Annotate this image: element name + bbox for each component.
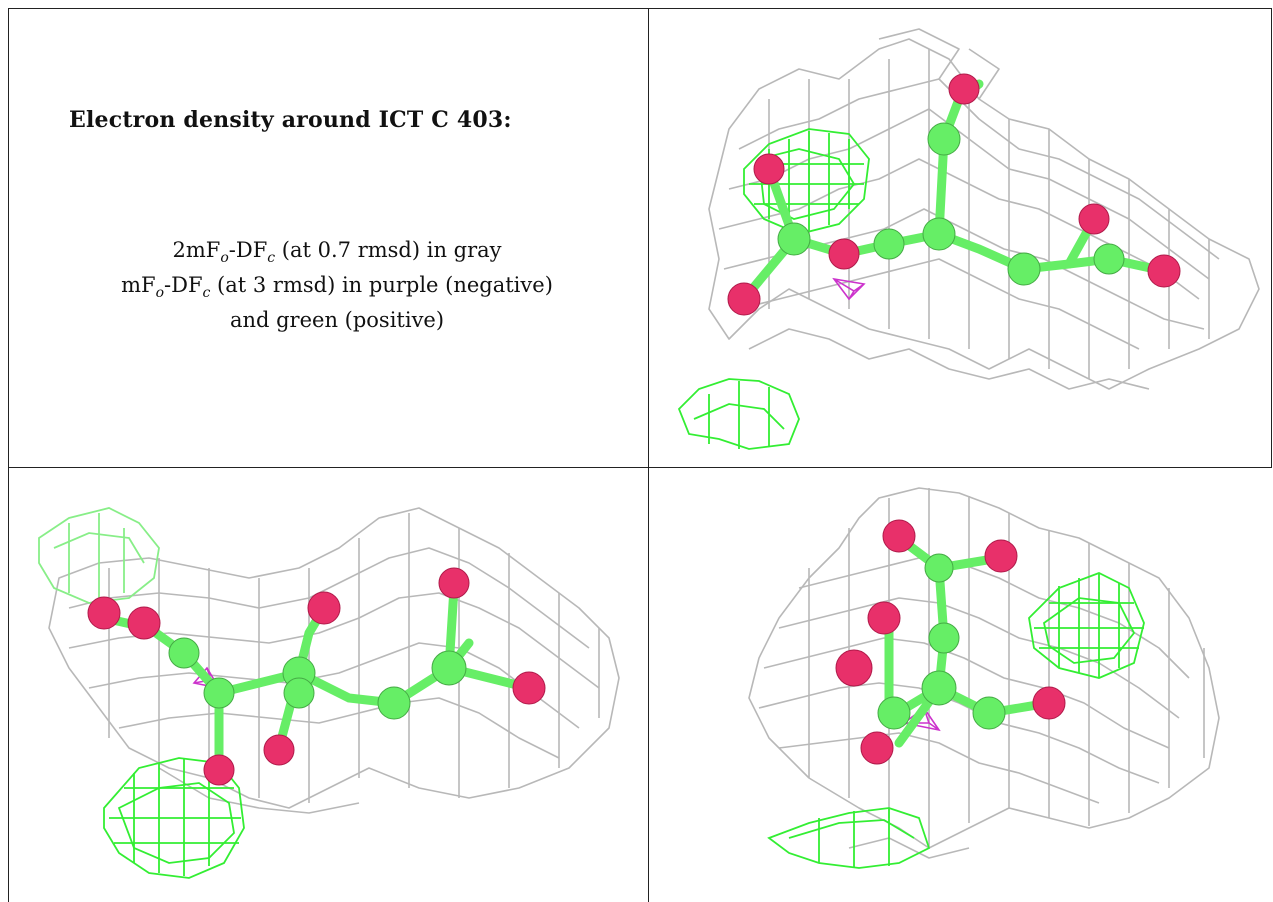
gray-mesh: [708, 28, 1260, 390]
positive-mesh: [767, 572, 1145, 869]
legend-line-positive: and green (positive): [229, 308, 445, 333]
gray-mesh: [48, 507, 620, 814]
positive-mesh: [677, 128, 870, 450]
density-view-bottom-left: [9, 468, 648, 902]
left-border: [8, 8, 9, 902]
caption-title: Electron density around ICT C 403:: [69, 107, 512, 133]
caption-cell: Electron density around ICT C 403: 2mFo-…: [9, 9, 648, 467]
density-view-top-right: [649, 9, 1271, 467]
carbon-atoms: [777, 122, 1125, 286]
density-svg-2: [38, 507, 620, 879]
oxygen-atoms: [835, 519, 1066, 765]
carbon-atoms: [877, 553, 1006, 730]
oxygen-atoms: [87, 567, 546, 786]
gray-mesh: [748, 487, 1220, 859]
density-svg-3: [748, 487, 1220, 869]
top-border: [8, 8, 1272, 9]
oxygen-atoms: [727, 73, 1181, 316]
ligand-bonds: [99, 583, 534, 773]
row-divider: [8, 467, 1272, 468]
positive-mesh: [38, 507, 245, 879]
density-svg-1: [677, 28, 1260, 450]
caption-legend: 2mFo-DFc (at 0.7 rmsd) in gray mFo-DFc (…: [25, 237, 648, 334]
right-border: [1271, 8, 1272, 468]
density-view-bottom-right: [649, 468, 1273, 902]
middle-divider: [648, 8, 649, 902]
legend-line-2fofc: 2mFo-DFc (at 0.7 rmsd) in gray: [172, 238, 502, 267]
legend-line-fofc: mFo-DFc (at 3 rmsd) in purple (negative): [121, 273, 553, 302]
carbon-atoms: [168, 637, 467, 720]
negative-mesh: [832, 277, 866, 301]
